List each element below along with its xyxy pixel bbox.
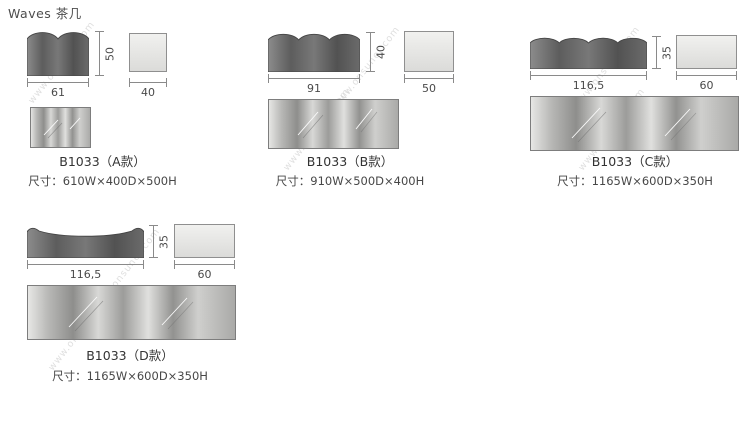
side-width-value: 50	[422, 82, 436, 95]
front-width-dimension: 116,5	[27, 260, 144, 281]
product-label: B1033（D款）	[86, 348, 174, 363]
side-elevation-d	[174, 224, 235, 258]
top-view-a	[30, 107, 91, 148]
front-elevation-c	[530, 37, 647, 69]
front-width-dimension: 91	[268, 74, 360, 95]
side-elevation-b	[404, 31, 454, 72]
product-size: 尺寸：1165W×600D×350H	[557, 174, 713, 188]
top-view-b	[268, 99, 399, 149]
front-elevation-a	[27, 32, 89, 76]
product-label: B1033（B款）	[306, 154, 394, 169]
front-width-dimension: 116,5	[530, 71, 647, 92]
height-value: 35	[157, 234, 171, 249]
side-width-dimension: 50	[404, 74, 454, 95]
front-width-value: 91	[307, 82, 321, 95]
page-title: Waves 茶几	[8, 6, 82, 21]
side-width-value: 60	[197, 268, 212, 281]
side-elevation-a	[129, 33, 167, 72]
front-elevation-b	[268, 33, 360, 72]
side-width-value: 60	[699, 79, 714, 92]
height-value: 50	[103, 46, 117, 61]
height-dimension: 40	[366, 32, 388, 72]
product-label: B1033（A款）	[59, 154, 146, 169]
top-view-d	[27, 285, 236, 340]
height-dimension: 50	[95, 31, 117, 76]
height-value: 40	[374, 45, 388, 59]
side-width-dimension: 40	[129, 78, 167, 99]
top-view-c	[530, 96, 739, 151]
side-width-dimension: 60	[174, 260, 235, 281]
front-elevation-d	[27, 227, 144, 258]
height-dimension: 35	[652, 36, 674, 69]
product-size: 尺寸：910W×500D×400H	[275, 174, 425, 188]
product-size: 尺寸：1165W×600D×350H	[52, 369, 208, 383]
side-width-value: 40	[141, 86, 155, 99]
product-size: 尺寸：610W×400D×500H	[28, 174, 177, 188]
front-width-value: 116,5	[572, 79, 605, 92]
front-width-value: 116,5	[69, 268, 102, 281]
front-width-value: 61	[51, 86, 65, 99]
side-elevation-c	[676, 35, 737, 69]
height-dimension: 35	[149, 225, 171, 258]
product-label: B1033（C款）	[591, 154, 679, 169]
height-value: 35	[660, 45, 674, 60]
front-width-dimension: 61	[27, 78, 89, 99]
side-width-dimension: 60	[676, 71, 737, 92]
